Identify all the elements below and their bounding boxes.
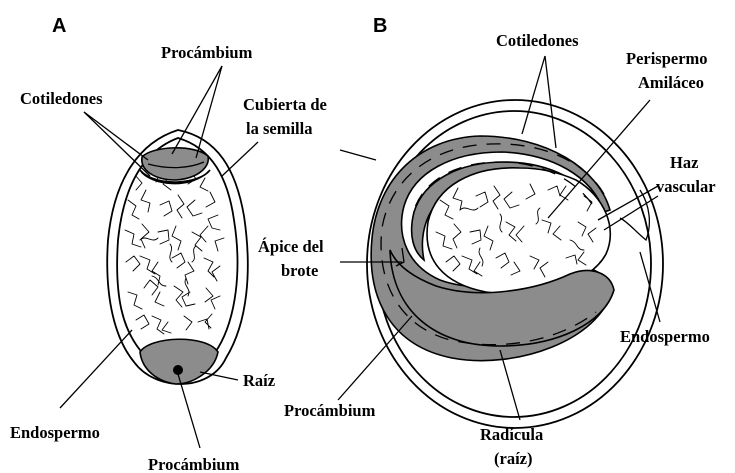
label-a-procambium-bottom: Procámbium <box>148 455 240 473</box>
label-b-cotiledones: Cotiledones <box>496 31 579 50</box>
seed-b <box>367 100 663 428</box>
label-a-endospermo: Endospermo <box>10 423 100 442</box>
label-b-radicula-line1: Radícula <box>480 425 543 444</box>
label-b-radicula-line2: (raíz) <box>494 449 532 468</box>
panel-b-letter: B <box>373 15 387 37</box>
seed-a-procambium-dot <box>173 365 183 375</box>
label-b-haz-line2: vascular <box>656 177 716 196</box>
label-b-procambium: Procámbium <box>284 401 376 420</box>
label-b-perispermo-line2: Amiláceo <box>638 73 704 92</box>
label-a-raiz: Raíz <box>243 371 275 390</box>
label-b-perispermo-line1: Perispermo <box>626 49 708 68</box>
label-b-endospermo: Endospermo <box>620 327 710 346</box>
label-a-cotiledones: Cotiledones <box>20 89 103 108</box>
seed-a <box>107 130 248 384</box>
panel-a-letter: A <box>52 15 66 37</box>
label-b-haz-line1: Haz <box>670 153 698 172</box>
label-a-cubierta-line1: Cubierta de <box>243 95 327 114</box>
label-a-cubierta-line2: la semilla <box>246 119 312 138</box>
label-b-apice-line2: brote <box>281 261 318 280</box>
label-b-apice-line1: Ápice del <box>258 237 324 256</box>
label-a-procambium-top: Procámbium <box>161 43 253 62</box>
